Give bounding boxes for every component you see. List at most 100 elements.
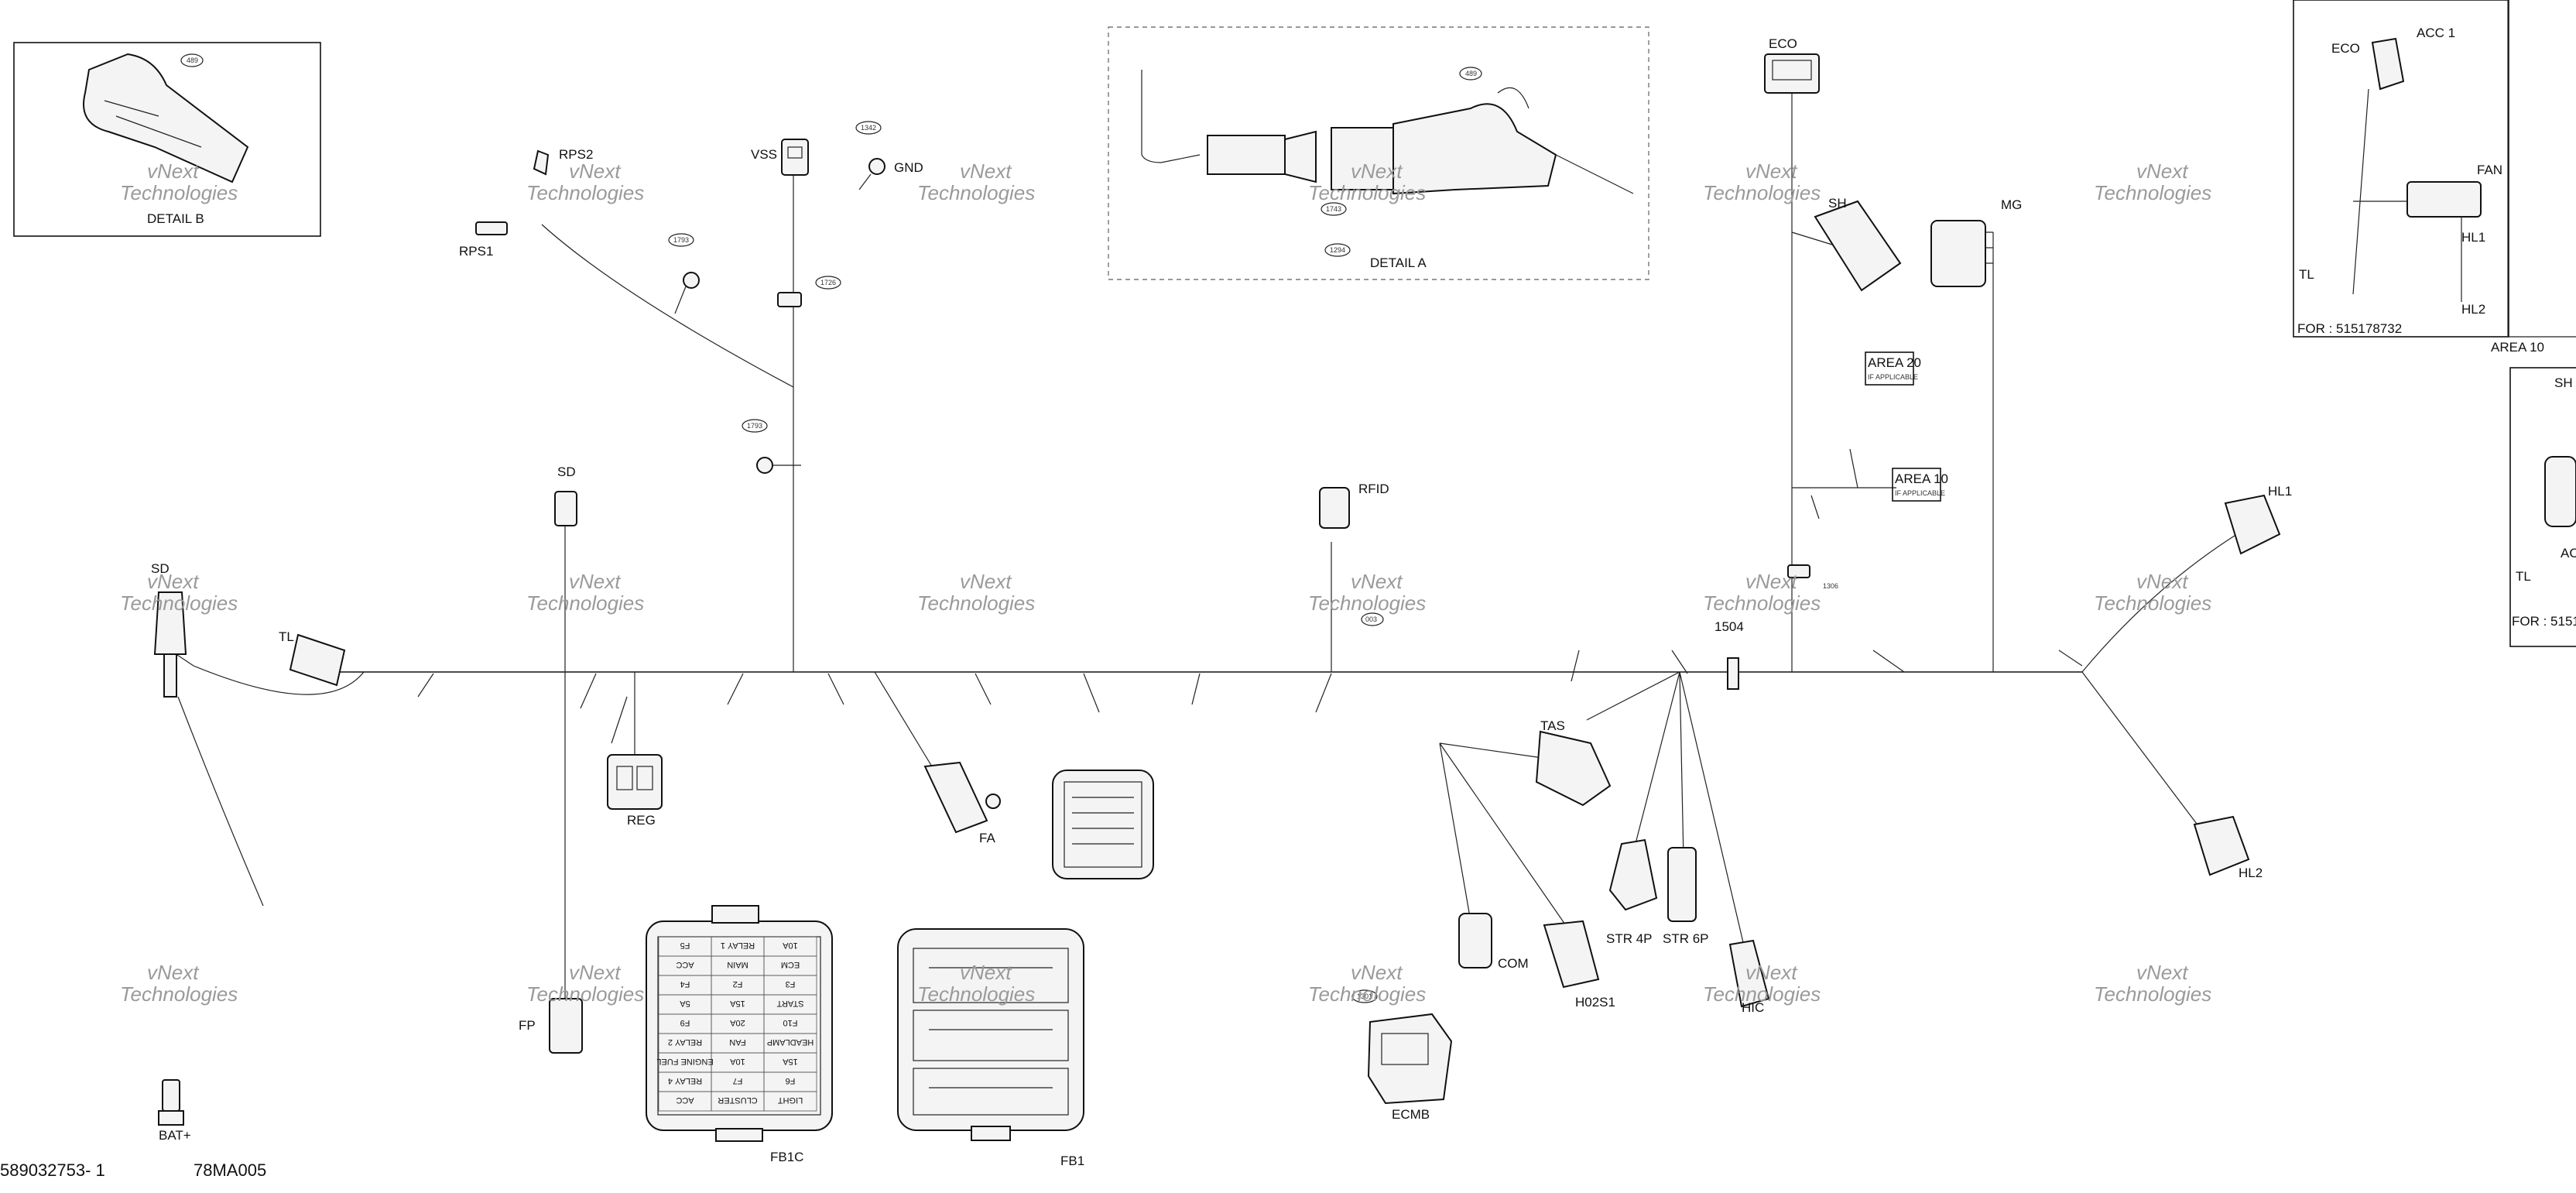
- fuse-cell-label: F9: [680, 1018, 690, 1027]
- callout-1294-bubble: [1324, 243, 1351, 257]
- svg-text:Technologies: Technologies: [1308, 181, 1426, 204]
- svg-text:Technologies: Technologies: [526, 181, 644, 204]
- area20-label: AREA 20: [1868, 355, 1921, 370]
- reg-connector: [607, 754, 663, 810]
- fb1-fuse-block: [897, 928, 1084, 1141]
- svg-text:vNext: vNext: [1745, 159, 1798, 183]
- branch-fa: [874, 671, 937, 775]
- fuse-cell-label: 15A: [730, 999, 745, 1008]
- branch-hl1: [2081, 533, 2238, 673]
- callout-1793-a: 1793: [673, 236, 689, 244]
- svg-text:Technologies: Technologies: [1308, 982, 1426, 1006]
- fuse-cell-label: HEADLAMP: [767, 1037, 814, 1047]
- fb1c-label: FB1C: [770, 1150, 803, 1164]
- svg-text:Technologies: Technologies: [917, 982, 1035, 1006]
- svg-text:vNext: vNext: [147, 961, 200, 984]
- svg-text:vNext: vNext: [147, 570, 200, 593]
- inset-right-sh-label: SH: [2554, 375, 2573, 390]
- sh-label: SH: [1828, 196, 1847, 211]
- callout-1793-b-bubble: [742, 419, 768, 433]
- fuse-cell-label: RELAY 1: [721, 941, 755, 950]
- area20-note: IF APPLICABLE: [1868, 373, 1918, 381]
- fuse-cell-label: F5: [680, 941, 690, 950]
- sd-top-label: SD: [557, 465, 576, 479]
- svg-text:Technologies: Technologies: [1703, 181, 1821, 204]
- fuse-cell-label: LIGHT: [778, 1095, 803, 1105]
- rfid-label: RFID: [1358, 482, 1389, 496]
- callout-1743-bubble: [1321, 202, 1347, 216]
- callout-1306: 1306: [1823, 582, 1838, 590]
- area20-box: [1865, 351, 1914, 386]
- svg-text:vNext: vNext: [147, 159, 200, 183]
- eco-connector: [1764, 53, 1820, 94]
- tl-connector: [289, 633, 346, 687]
- callout-1726: 1726: [820, 279, 836, 286]
- fuse-cell-label: FAN: [729, 1037, 745, 1047]
- rps2-connector: [533, 149, 550, 176]
- branch-hl2: [2081, 671, 2207, 837]
- ecmb-label: ECMB: [1392, 1107, 1430, 1122]
- branch-rps: [541, 224, 794, 388]
- callout-489-b-bubble: [180, 53, 204, 67]
- callout-489-a-bubble: [1459, 67, 1482, 81]
- svg-text:Technologies: Technologies: [120, 982, 238, 1006]
- mg-label: MG: [2001, 197, 2022, 212]
- svg-text:Technologies: Technologies: [2094, 982, 2211, 1006]
- fuse-cell-label: F6: [786, 1076, 796, 1085]
- fuse-cell-label: F3: [786, 979, 796, 989]
- watermark-grid: vNext Technologies vNext Technologies vN…: [120, 159, 2211, 1006]
- mg-connector: [1930, 220, 1993, 287]
- fuse-cell-label: ACC: [676, 960, 694, 969]
- svg-text:Technologies: Technologies: [917, 591, 1035, 615]
- bat-plus-terminal: [158, 1079, 184, 1126]
- hic-label: HIC: [1742, 1000, 1764, 1015]
- tas-label: TAS: [1540, 718, 1565, 733]
- area10-note: IF APPLICABLE: [1895, 489, 1945, 497]
- fuse-cell-label: RELAY 2: [668, 1037, 702, 1047]
- fan-out-com: [1439, 742, 1580, 945]
- svg-text:Technologies: Technologies: [526, 982, 644, 1006]
- svg-text:vNext: vNext: [2136, 570, 2189, 593]
- str6p-label: STR 6P: [1663, 931, 1709, 946]
- fuse-cell-label: ENGINE FUEL: [656, 1057, 713, 1066]
- callout-1793-a-bubble: [668, 233, 694, 247]
- svg-text:Technologies: Technologies: [120, 181, 238, 204]
- svg-text:vNext: vNext: [1351, 961, 1403, 984]
- rps1-connector: [475, 221, 508, 235]
- fuse-cell-label: F10: [783, 1018, 798, 1027]
- str4p-label: STR 4P: [1606, 931, 1653, 946]
- fuse-cell-label: 10A: [730, 1057, 745, 1066]
- sd-left-label: SD: [151, 561, 170, 576]
- fuse-cell-label: CLUSTER: [718, 1095, 757, 1105]
- detail-a-part: [1141, 70, 1634, 195]
- tas-connector: [1535, 730, 1612, 807]
- inset-acc1-connector: [2371, 37, 2405, 91]
- svg-text:Technologies: Technologies: [917, 181, 1035, 204]
- fp-label: FP: [519, 1018, 536, 1033]
- svg-text:Technologies: Technologies: [1308, 591, 1426, 615]
- fuse-cell-label: F2: [733, 979, 743, 989]
- callout-1342: 1342: [861, 124, 876, 132]
- rps1-label: RPS1: [459, 244, 493, 259]
- callout-489-b: 489: [187, 57, 198, 64]
- detail-b-part: [83, 53, 249, 183]
- fb1-label: FB1: [1060, 1154, 1084, 1168]
- ring-terminal-1793-b: [756, 457, 801, 474]
- callout-1342-bubble: [855, 121, 882, 135]
- rfid-connector: [1319, 487, 1350, 529]
- h02s1-label: H02S1: [1575, 995, 1615, 1010]
- hl1-connector: [2224, 494, 2281, 555]
- reg-label: REG: [627, 813, 656, 828]
- svg-text:Technologies: Technologies: [2094, 591, 2211, 615]
- svg-text:Technologies: Technologies: [2094, 181, 2211, 204]
- fa-label: FA: [979, 831, 995, 845]
- fuse-cell-label: 20A: [730, 1018, 745, 1027]
- fb1c-fuse-box: [646, 905, 833, 1142]
- str6p-connector: [1667, 847, 1697, 922]
- hic-connector: [1728, 939, 1770, 1008]
- fuse-cell-label: ACC: [676, 1095, 694, 1105]
- fuse-cell-label: START: [776, 999, 803, 1008]
